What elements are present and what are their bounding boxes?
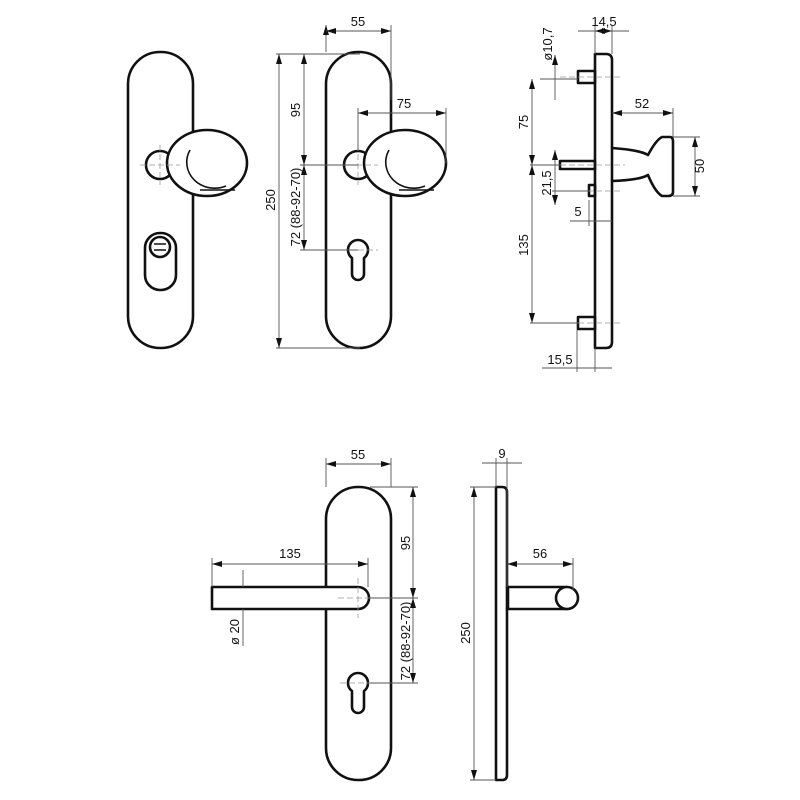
dim-lever-diameter: ø 20 — [227, 619, 242, 645]
dim-spindle-to-pin: 21,5 — [539, 170, 554, 195]
keyhole — [346, 238, 370, 282]
dim-height: 250 — [263, 189, 278, 211]
small-pin — [587, 183, 597, 198]
dim-projection: 56 — [533, 546, 547, 561]
dim-knob-diameter: 50 — [692, 159, 707, 173]
dim-projection: 75 — [397, 96, 411, 111]
dim-pin-diameter: ø10,7 — [540, 27, 555, 60]
view-lever-front: 55 135 ø 20 95 72 (88-92-70) — [210, 447, 418, 782]
view-lever-side: 9 56 250 — [458, 446, 580, 782]
lever-stub — [505, 585, 569, 611]
dim-spindle-to-bottom-pin: 135 — [516, 234, 531, 256]
knob-highlight — [185, 149, 235, 191]
keyhole — [346, 671, 370, 715]
backplate-side — [494, 485, 509, 782]
view-knob-front-cylinder: 55 250 95 72 (88-92-70) 75 — [263, 14, 448, 350]
lever-handle — [210, 585, 371, 611]
dim-height: 250 — [458, 622, 473, 644]
dim-knob-projection: 52 — [635, 96, 649, 111]
dim-upper: 95 — [288, 103, 303, 117]
backplate — [324, 485, 393, 782]
lever-end — [554, 585, 580, 611]
backplate — [324, 50, 393, 350]
view-knob-front-bathroom — [126, 50, 249, 350]
knob-profile — [610, 135, 675, 198]
turn-slot — [154, 243, 166, 251]
escutcheon — [143, 231, 178, 292]
view-knob-side: 14,5 ø10,7 75 21,5 5 135 52 50 15,5 — [516, 14, 707, 372]
dim-width: 55 — [351, 14, 365, 29]
dim-distance: 72 (88-92-70) — [288, 168, 303, 247]
backplate — [126, 50, 195, 350]
dim-pin-to-spindle: 75 — [516, 115, 531, 129]
backplate-side — [593, 52, 614, 350]
dim-distance: 72 (88-92-70) — [398, 602, 413, 681]
dim-thickness: 9 — [498, 446, 505, 461]
dim-small-offset: 5 — [574, 204, 581, 219]
dim-plate-thickness: 14,5 — [591, 14, 616, 29]
dim-lever-length: 135 — [279, 546, 301, 561]
dim-width: 55 — [351, 447, 365, 462]
dim-bottom-offset: 15,5 — [547, 352, 572, 367]
turn-indicator — [148, 235, 172, 259]
dim-upper: 95 — [398, 536, 413, 550]
knob — [165, 128, 249, 198]
